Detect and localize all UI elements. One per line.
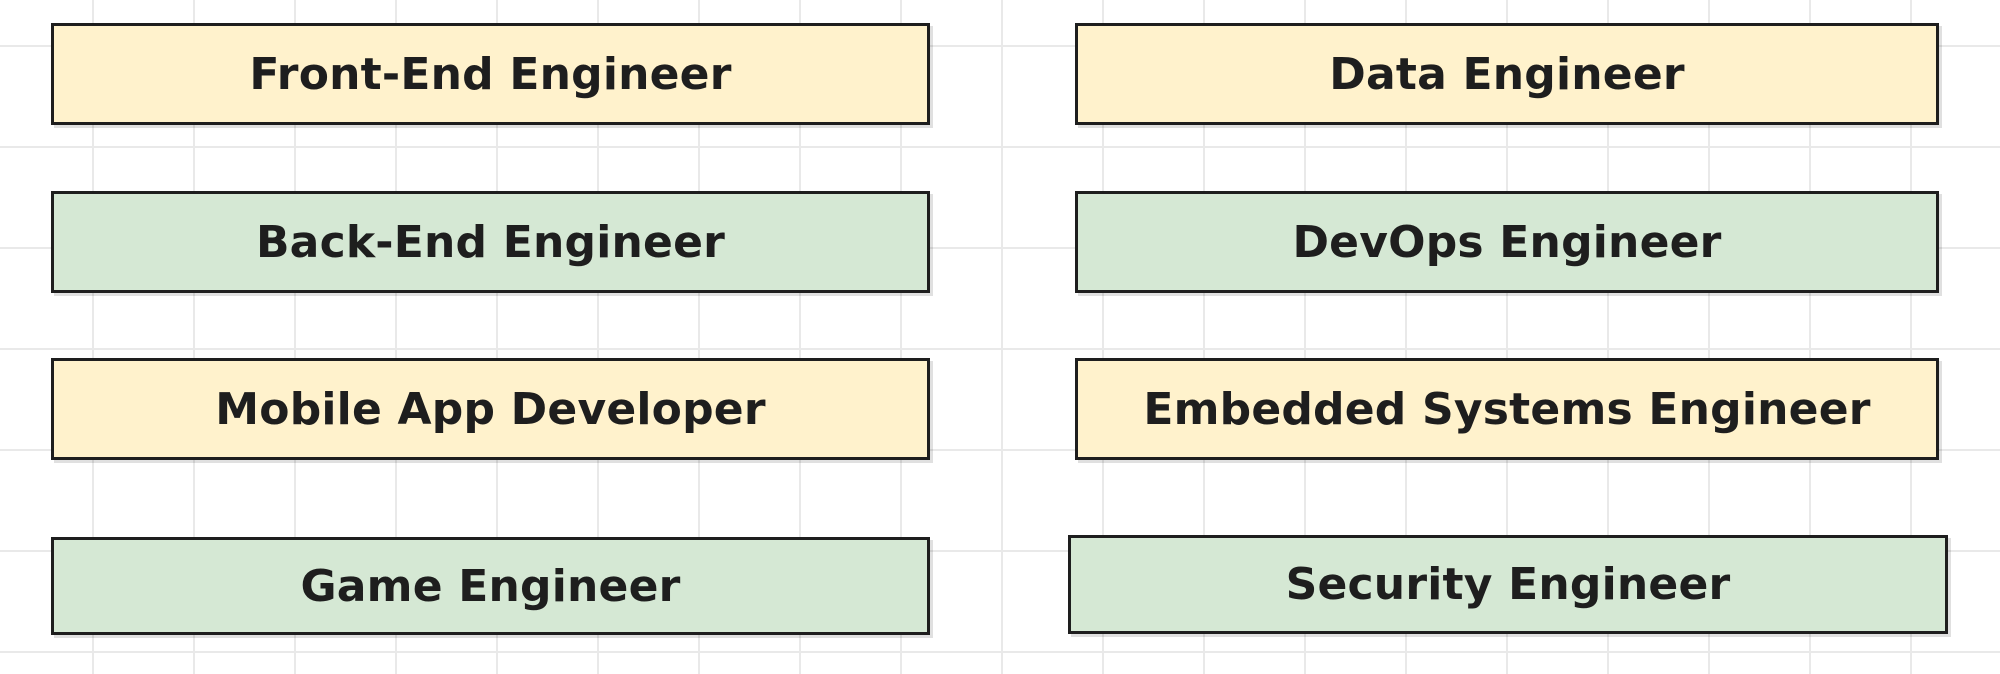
role-box-front-end-engineer[interactable]: Front-End Engineer [51, 23, 930, 125]
role-box-data-engineer[interactable]: Data Engineer [1075, 23, 1939, 125]
role-label: Mobile App Developer [215, 383, 766, 435]
role-box-game-engineer[interactable]: Game Engineer [51, 537, 930, 635]
role-label: Embedded Systems Engineer [1143, 383, 1871, 435]
role-label: Data Engineer [1329, 48, 1685, 100]
role-label: Game Engineer [300, 560, 681, 612]
role-box-embedded-systems-engineer[interactable]: Embedded Systems Engineer [1075, 358, 1939, 460]
role-box-mobile-app-developer[interactable]: Mobile App Developer [51, 358, 930, 460]
role-box-devops-engineer[interactable]: DevOps Engineer [1075, 191, 1939, 293]
role-label: Security Engineer [1285, 559, 1731, 610]
role-label: DevOps Engineer [1292, 216, 1722, 268]
role-label: Back-End Engineer [255, 216, 726, 268]
role-box-security-engineer[interactable]: Security Engineer [1068, 535, 1948, 634]
role-box-back-end-engineer[interactable]: Back-End Engineer [51, 191, 930, 293]
role-label: Front-End Engineer [249, 48, 732, 100]
